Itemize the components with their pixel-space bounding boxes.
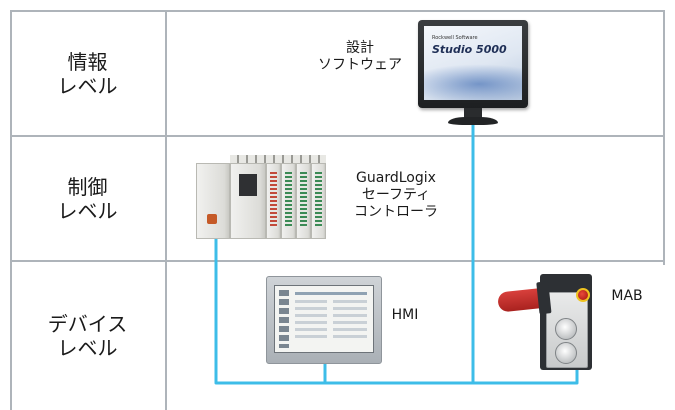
mab-red-handle — [497, 287, 549, 313]
monitor-stand — [448, 117, 498, 125]
controller-label-line3: コントローラ — [354, 204, 438, 220]
grid-column-divider — [165, 10, 167, 410]
level-label-control: 制御 レベル — [10, 137, 165, 260]
screen-vendor-text: Rockwell Software — [432, 35, 478, 41]
mab-emergency-stop — [576, 288, 590, 302]
grid-left-border — [10, 10, 12, 410]
monitor-bezel: Rockwell Software Studio 5000 — [418, 20, 528, 108]
controller-top-caps — [230, 155, 326, 164]
grid-divider-control-device — [10, 260, 665, 262]
design-software-label-line1: 設計 — [346, 40, 374, 56]
mab-push-button — [555, 318, 577, 340]
grid-divider-info-control — [10, 135, 665, 137]
monitor-image: Rockwell Software Studio 5000 — [418, 20, 528, 128]
level-information-line2: レベル — [57, 73, 118, 98]
mab-device-image — [496, 272, 600, 372]
hmi-display — [274, 285, 374, 353]
controller-io-module — [296, 163, 311, 239]
controller-power-module — [196, 163, 230, 239]
mab-label: MAB — [611, 288, 643, 304]
grid-top-border — [10, 10, 665, 12]
level-information-line1: 情報 — [67, 49, 108, 74]
controller-label: GuardLogix セーフティ コントローラ — [336, 170, 456, 221]
screen-product-name: Studio 5000 — [432, 43, 507, 56]
hmi-panel-image — [266, 276, 382, 364]
monitor-screen: Rockwell Software Studio 5000 — [424, 26, 522, 100]
monitor-neck — [464, 108, 482, 118]
level-control-line1: 制御 — [67, 174, 108, 199]
controller-label-line1: GuardLogix — [356, 170, 436, 186]
level-device-line2: レベル — [57, 336, 118, 360]
grid-right-border — [663, 10, 665, 265]
controller-io-module — [281, 163, 296, 239]
level-label-device: デバイス レベル — [10, 262, 165, 410]
level-control-line2: レベル — [57, 198, 118, 223]
mab-push-button — [555, 342, 577, 364]
design-software-label-line2: ソフトウェア — [318, 57, 402, 73]
hmi-label: HMI — [391, 307, 419, 323]
screen-swoosh — [424, 64, 522, 100]
level-device-line1: デバイス — [47, 312, 128, 336]
controller-image — [196, 155, 326, 241]
design-software-label: 設計 ソフトウェア — [300, 40, 420, 74]
controller-io-module — [311, 163, 326, 239]
level-label-information: 情報 レベル — [10, 12, 165, 135]
controller-io-module — [266, 163, 281, 239]
controller-label-line2: セーフティ — [361, 187, 431, 203]
controller-cpu-module — [230, 163, 266, 239]
